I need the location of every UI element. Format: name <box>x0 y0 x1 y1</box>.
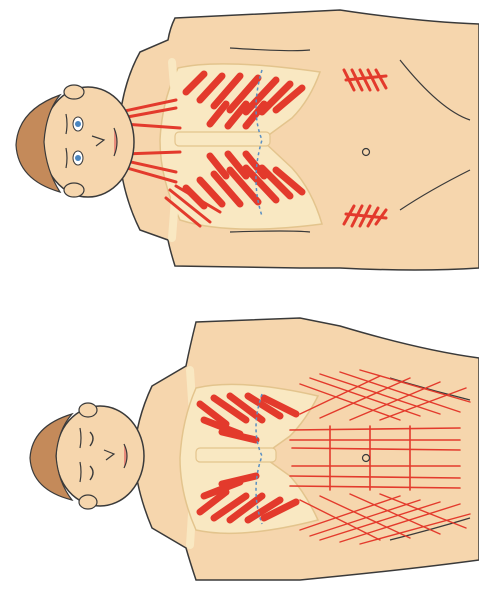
sternum-top <box>175 132 270 146</box>
bottom-panel-expiration <box>30 318 479 580</box>
sternum-bottom <box>196 448 276 462</box>
iris-top-upper <box>75 121 81 127</box>
top-panel-inspiration <box>16 10 479 270</box>
ear-bottom-lower <box>79 495 97 509</box>
ear-top-lower <box>64 183 84 197</box>
head-top <box>16 85 134 197</box>
head-bottom <box>30 403 144 509</box>
ear-bottom-upper <box>79 403 97 417</box>
iris-top-lower <box>75 155 81 161</box>
ear-top-upper <box>64 85 84 99</box>
